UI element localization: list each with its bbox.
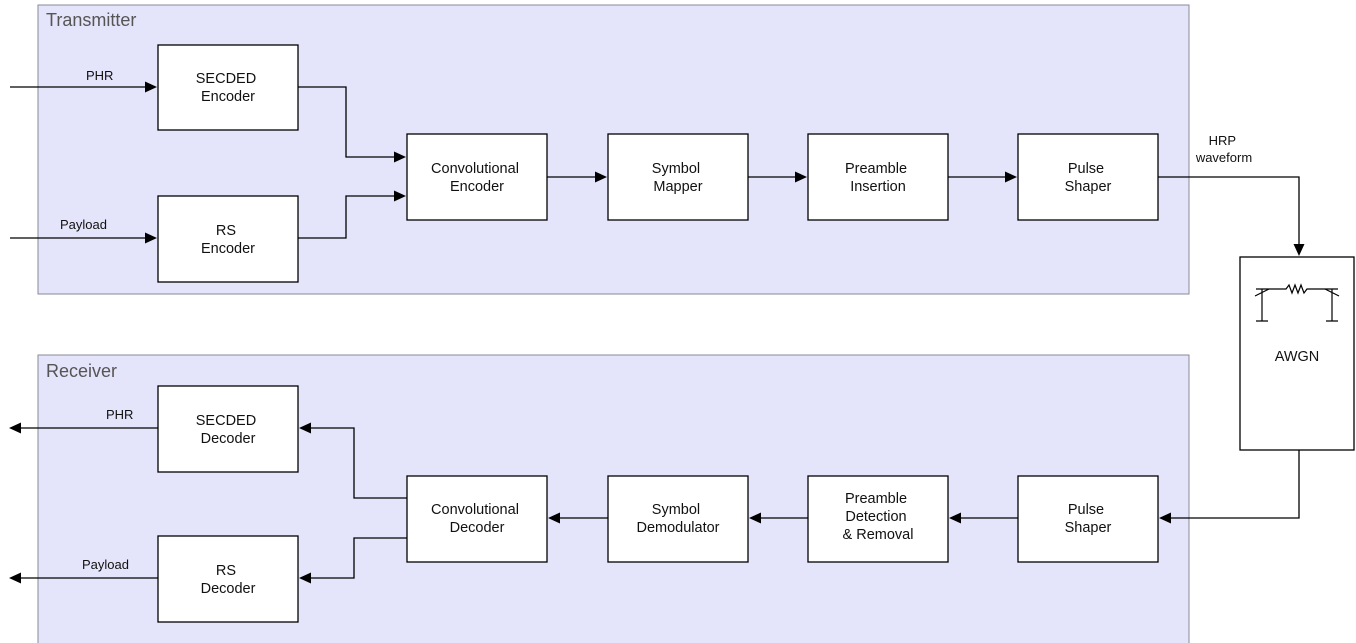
transmitter-title: Transmitter	[46, 10, 136, 30]
receiver-title: Receiver	[46, 361, 117, 381]
wire-phr-in	[10, 81, 157, 93]
preamble-detection-removal-block[interactable]: Preamble Detection & Removal	[807, 475, 949, 563]
preamble-insertion-block[interactable]: Preamble Insertion	[807, 133, 949, 221]
secded-decoder-label: SECDED Decoder	[196, 413, 260, 447]
hrp-waveform-label: HRP waveform	[1195, 133, 1252, 165]
wire-mapper-to-preamble	[748, 171, 807, 183]
wire-conv-to-mapper	[547, 171, 607, 183]
wire-payload-in	[10, 232, 157, 244]
preamble-detection-removal-label: Preamble Detection & Removal	[843, 491, 914, 543]
noise-channel-icon	[1254, 283, 1340, 322]
rx-payload-label: Payload	[82, 557, 129, 572]
wire-pulse-shaper-to-detection	[949, 512, 1018, 524]
rs-encoder-block[interactable]: RS Encoder	[157, 195, 299, 283]
awgn-label: AWGN	[1275, 349, 1320, 365]
wire-conv-decoder-to-secded-decoder	[299, 422, 407, 499]
secded-decoder-block[interactable]: SECDED Decoder	[157, 385, 299, 473]
symbol-mapper-label: Symbol Mapper	[652, 161, 704, 195]
wire-demodulator-to-conv-decoder	[548, 512, 608, 524]
secded-encoder-block[interactable]: SECDED Encoder	[157, 44, 299, 131]
wire-conv-decoder-to-rs-decoder	[299, 537, 407, 584]
wire-detection-to-demodulator	[749, 512, 808, 524]
wire-payload-out	[9, 572, 158, 584]
secded-encoder-label: SECDED Encoder	[196, 71, 260, 105]
tx-pulse-shaper-label: Pulse Shaper	[1065, 161, 1112, 195]
rx-pulse-shaper-label: Pulse Shaper	[1065, 502, 1112, 536]
convolutional-decoder-block[interactable]: Convolutional Decoder	[406, 475, 548, 563]
convolutional-decoder-label: Convolutional Decoder	[431, 502, 523, 536]
rx-pulse-shaper-block[interactable]: Pulse Shaper	[1017, 475, 1159, 563]
tx-phr-label: PHR	[86, 68, 113, 83]
convolutional-encoder-block[interactable]: Convolutional Encoder	[406, 133, 548, 221]
rs-decoder-block[interactable]: RS Decoder	[157, 535, 299, 623]
wire-pulse-shaper-to-awgn	[1158, 176, 1305, 256]
convolutional-encoder-label: Convolutional Encoder	[431, 161, 523, 195]
wire-preamble-to-pulse-shaper	[948, 171, 1017, 183]
wire-secded-encoder-to-conv	[298, 86, 406, 163]
rx-phr-label: PHR	[106, 407, 133, 422]
tx-payload-label: Payload	[60, 217, 107, 232]
symbol-demodulator-label: Symbol Demodulator	[636, 502, 719, 536]
rs-encoder-label: RS Encoder	[201, 223, 255, 257]
symbol-mapper-block[interactable]: Symbol Mapper	[607, 133, 749, 221]
preamble-insertion-label: Preamble Insertion	[845, 161, 911, 195]
wire-rs-encoder-to-conv	[298, 190, 406, 239]
wire-phr-out	[9, 422, 158, 434]
symbol-demodulator-block[interactable]: Symbol Demodulator	[607, 475, 749, 563]
tx-pulse-shaper-block[interactable]: Pulse Shaper	[1017, 133, 1159, 221]
wire-awgn-to-rx-pulse-shaper	[1159, 450, 1300, 524]
rs-decoder-label: RS Decoder	[201, 563, 256, 597]
awgn-block[interactable]: AWGN	[1239, 256, 1355, 451]
